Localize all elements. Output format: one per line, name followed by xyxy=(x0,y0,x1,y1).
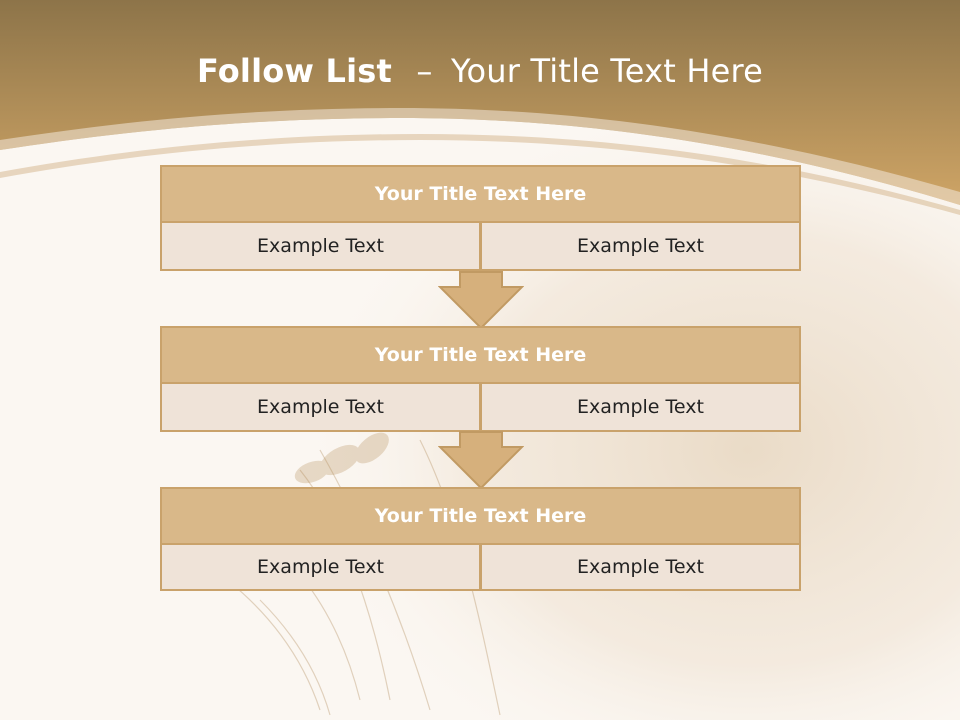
page-title: Follow List – Your Title Text Here xyxy=(0,52,960,90)
stage-cell-right: Example Text xyxy=(480,382,801,432)
stage-1: Your Title Text Here Example Text Exampl… xyxy=(160,165,801,271)
stage-header: Your Title Text Here xyxy=(160,487,801,545)
stage-cell-left: Example Text xyxy=(160,382,481,432)
stage-cell-right: Example Text xyxy=(480,221,801,271)
down-arrow-icon xyxy=(438,431,524,489)
stage-cell-left: Example Text xyxy=(160,543,481,591)
down-arrow-icon xyxy=(438,271,524,329)
stage-3: Your Title Text Here Example Text Exampl… xyxy=(160,487,801,593)
stage-header: Your Title Text Here xyxy=(160,165,801,223)
stage-2: Your Title Text Here Example Text Exampl… xyxy=(160,326,801,432)
title-subtitle: Your Title Text Here xyxy=(451,52,764,90)
title-separator: – xyxy=(416,52,433,90)
stage-header: Your Title Text Here xyxy=(160,326,801,384)
stage-cell-left: Example Text xyxy=(160,221,481,271)
title-main: Follow List xyxy=(196,52,393,90)
stage-cell-right: Example Text xyxy=(480,543,801,591)
